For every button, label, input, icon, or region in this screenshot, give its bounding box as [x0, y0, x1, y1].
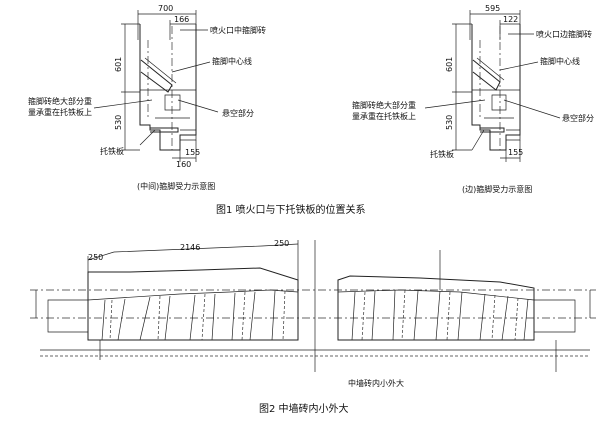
fig1-right-dim-lower: 530 — [445, 115, 454, 130]
fig2-dim-right: 250 — [274, 239, 289, 248]
fig1-left-dim-bottom-1: 155 — [185, 148, 200, 157]
fig1-left-dim-upper: 601 — [114, 57, 123, 72]
fig1-left-dim-bottom-2: 160 — [176, 160, 191, 169]
fig2-dim-left: 250 — [88, 253, 103, 262]
fig1-right-dim-bottom-1: 155 — [508, 148, 523, 157]
fig2-dim-middle: 2146 — [180, 243, 200, 252]
fig1-right-label-plate: 托铁板 — [430, 149, 454, 159]
fig1-left-drawing: 700 166 601 530 155 160 — [93, 4, 219, 169]
fig1-right-label-center: 箍脚中心线 — [540, 56, 580, 66]
fig1-left-dim-lower: 530 — [114, 115, 123, 130]
fig1-right-label-left-1: 箍脚砖绝大部分重 — [352, 100, 416, 110]
fig1-left-label-left-1: 箍脚砖绝大部分重 — [28, 96, 92, 106]
fig2-caption: 图2 中墙砖内小外大 — [259, 402, 349, 415]
fig1-right-dim-upper: 601 — [445, 57, 454, 72]
fig2-drawing: 250 2146 250 — [30, 239, 596, 372]
fig1-right-dim-width: 595 — [485, 4, 500, 13]
fig1-left-label-left-2: 量承重在托铁板上 — [28, 107, 92, 117]
fig1-right-dim-inner: 122 — [503, 15, 518, 24]
fig1-left-label-suspended: 悬空部分 — [222, 108, 254, 118]
fig1-right-label-suspended: 悬空部分 — [562, 113, 594, 123]
fig1-left-label-center: 箍脚中心线 — [212, 56, 252, 66]
fig1-right-label-top: 喷火口边箍脚砖 — [536, 29, 592, 39]
fig1-left-dim-width: 700 — [158, 4, 173, 13]
fig1-caption: 图1 喷火口与下托铁板的位置关系 — [216, 203, 366, 216]
fig1-right-label-left-2: 量承重在托铁板上 — [352, 111, 416, 121]
fig1-left-label-plate: 托铁板 — [100, 146, 124, 156]
fig1-left-subcaption: (中间)箍脚受力示意图 — [137, 181, 215, 191]
fig1-left-dim-inner: 166 — [174, 15, 189, 24]
fig1-right-drawing: 595 122 601 530 155 — [424, 4, 561, 162]
fig1-left-label-top: 喷火口中箍脚砖 — [210, 25, 266, 35]
fig1-right-subcaption: (边)箍脚受力示意图 — [462, 184, 532, 194]
fig2-center-label: 中墙砖内小外大 — [348, 378, 404, 388]
